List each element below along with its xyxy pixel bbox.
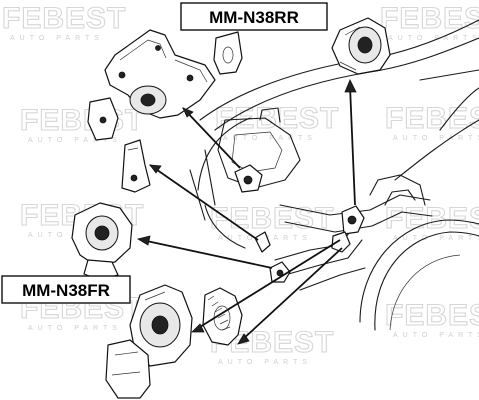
watermark-tagline: AUTO PARTS — [393, 332, 479, 339]
mount-installed-lower-left — [254, 231, 271, 253]
arrow-fr — [141, 239, 273, 269]
watermark-4: FEBEST AUTO PARTS — [214, 101, 339, 142]
watermark-11: FEBEST AUTO PARTS — [384, 298, 479, 339]
watermark-tagline: AUTO PARTS — [10, 35, 104, 42]
label-box — [1, 275, 131, 304]
rubber-pad-left — [87, 97, 119, 141]
watermark-7: FEBEST AUTO PARTS — [209, 201, 334, 242]
arrow-large-mount — [194, 239, 341, 331]
watermark-tagline: AUTO PARTS — [218, 359, 312, 366]
watermark-brand: FEBEST — [380, 2, 479, 35]
watermark-2: FEBEST AUTO PARTS — [379, 1, 479, 42]
bracket-small-left — [121, 139, 151, 193]
arrowhead — [191, 323, 205, 333]
label-mm-n38fr: MM-N38FR — [1, 275, 131, 304]
arrow-small-bracket — [149, 164, 259, 241]
watermark-3: FEBEST AUTO PARTS — [19, 103, 144, 144]
watermark-tagline: AUTO PARTS — [28, 137, 122, 144]
watermark-8: FEBEST AUTO PARTS — [384, 201, 479, 242]
watermark-tagline: AUTO PARTS — [388, 35, 479, 42]
watermark-1: FEBEST AUTO PARTS — [1, 1, 126, 42]
label-box — [180, 2, 328, 31]
part-code-fr: MM-N38FR — [22, 281, 110, 300]
part-mm-n38fr — [71, 202, 133, 281]
arrow-bracket-to-center — [182, 107, 241, 169]
watermark-brand: FEBEST — [385, 102, 479, 135]
arrowhead — [149, 164, 162, 174]
label-mm-n38rr: MM-N38RR — [180, 2, 328, 31]
rubber-pad-upper — [213, 31, 243, 75]
mount-installed-lower — [269, 261, 291, 283]
watermark-tagline: AUTO PARTS — [223, 135, 317, 142]
watermark-brand: FEBEST — [2, 2, 126, 35]
arrow-rr — [349, 85, 356, 206]
watermark-brand: FEBEST — [215, 102, 339, 135]
watermark-brand: FEBEST — [385, 299, 479, 332]
part-code-rr: MM-N38RR — [209, 8, 299, 27]
mount-installed-center — [234, 164, 263, 193]
mount-installed-right — [331, 205, 365, 253]
arrowhead — [182, 107, 194, 118]
watermark-5: FEBEST AUTO PARTS — [384, 101, 479, 142]
watermark-brand: FEBEST — [20, 104, 144, 137]
arrow-round-mount — [241, 247, 343, 341]
part-mm-n38rr — [331, 17, 391, 75]
watermark-tagline: AUTO PARTS — [393, 235, 479, 242]
arrowhead — [344, 79, 357, 93]
arrowhead — [237, 333, 250, 345]
watermark-tagline: AUTO PARTS — [393, 135, 479, 142]
watermark-tagline: AUTO PARTS — [28, 325, 122, 332]
round-serrated-mount — [202, 287, 243, 346]
watermark-brand: FEBEST — [210, 202, 334, 235]
bracket-engine-mount — [104, 29, 216, 119]
watermark-brand: FEBEST — [385, 202, 479, 235]
pointer-arrows — [136, 79, 357, 345]
arrowhead — [136, 235, 151, 246]
large-engine-mount-bottom — [105, 284, 193, 399]
